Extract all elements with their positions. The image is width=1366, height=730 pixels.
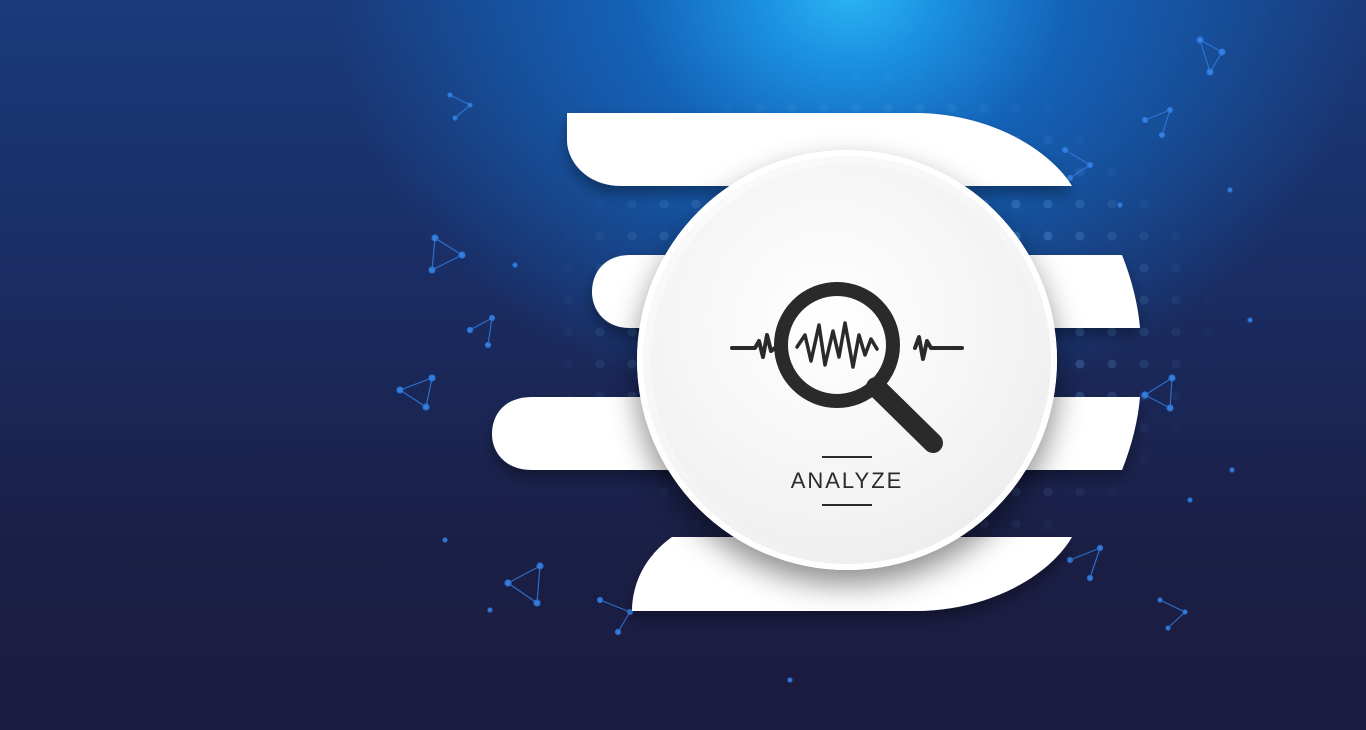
label-rule-bottom xyxy=(822,504,872,506)
analyze-emblem: ANALYZE xyxy=(637,150,1057,570)
emblem-face xyxy=(651,164,1043,556)
magnifier-waveform-icon xyxy=(730,282,964,453)
label-rule-top xyxy=(822,456,872,458)
analyze-label: ANALYZE xyxy=(790,468,904,493)
